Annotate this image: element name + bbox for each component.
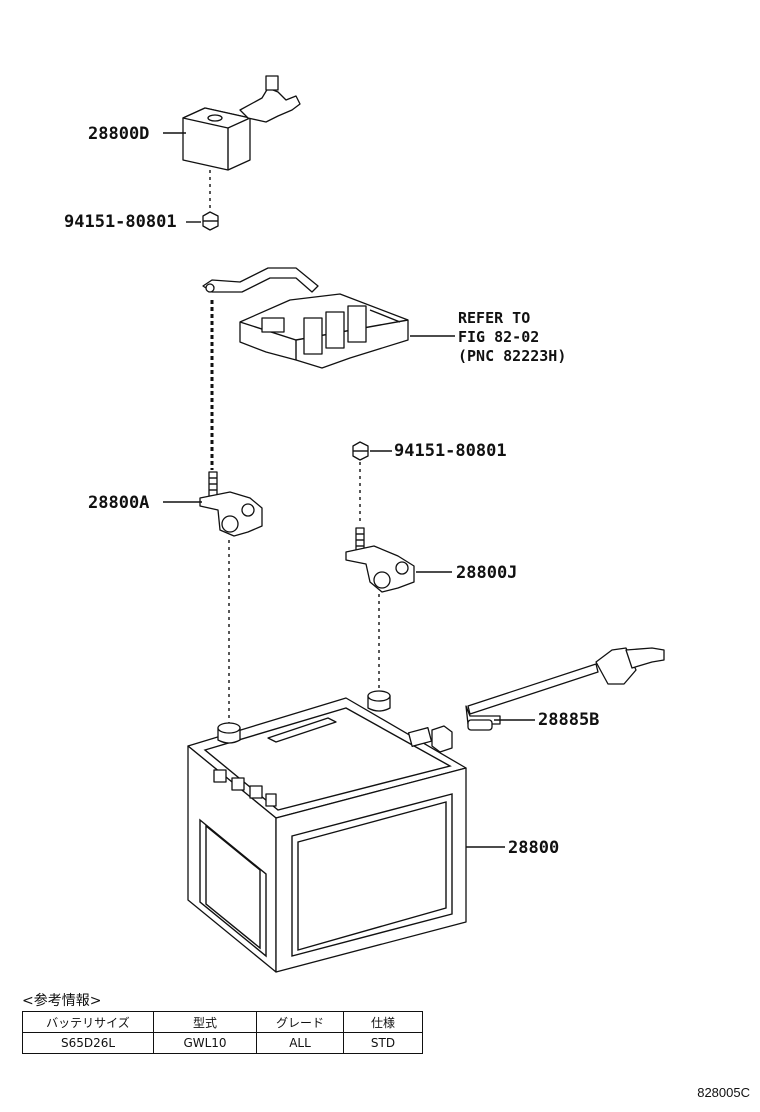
cell-grade: ALL: [256, 1032, 344, 1054]
battery-28800: [187, 690, 467, 973]
label-28800a: 28800A: [88, 493, 149, 513]
header-grade: グレード: [256, 1011, 344, 1033]
refer-text-1: REFER TO: [458, 309, 530, 327]
header-battery-size: バッテリサイズ: [22, 1011, 154, 1033]
label-nut-1: 94151-80801: [64, 212, 177, 232]
label-28800d: 28800D: [88, 124, 149, 144]
nut-icon: [202, 211, 219, 231]
cell-battery-size: S65D26L: [22, 1032, 154, 1054]
refer-text-2: FIG 82-02: [458, 328, 539, 346]
terminal-clamp-28800j: [345, 527, 415, 593]
cell-model: GWL10: [153, 1032, 257, 1054]
header-spec: 仕様: [343, 1011, 423, 1033]
header-model: 型式: [153, 1011, 257, 1033]
label-28885b: 28885B: [538, 710, 599, 730]
reference-info-title: <参考情報>: [22, 993, 102, 1009]
label-28800: 28800: [508, 838, 559, 858]
terminal-cover-28800d: [182, 75, 301, 171]
reference-info-table: バッテリサイズ 型式 グレード 仕様 S65D26L GWL10 ALL STD: [22, 1011, 423, 1054]
battery-sensor-cable-28885b: [431, 647, 665, 753]
label-28800j: 28800J: [456, 563, 517, 583]
table-row: S65D26L GWL10 ALL STD: [22, 1032, 423, 1054]
wire-harness: [202, 267, 319, 293]
cell-spec: STD: [343, 1032, 423, 1054]
fuse-block: [239, 293, 409, 369]
label-nut-2: 94151-80801: [394, 441, 507, 461]
figure-code: 828005C: [697, 1085, 750, 1100]
terminal-clamp-28800a: [199, 471, 263, 537]
nut-icon-2: [352, 441, 369, 461]
refer-text-3: (PNC 82223H): [458, 347, 566, 365]
